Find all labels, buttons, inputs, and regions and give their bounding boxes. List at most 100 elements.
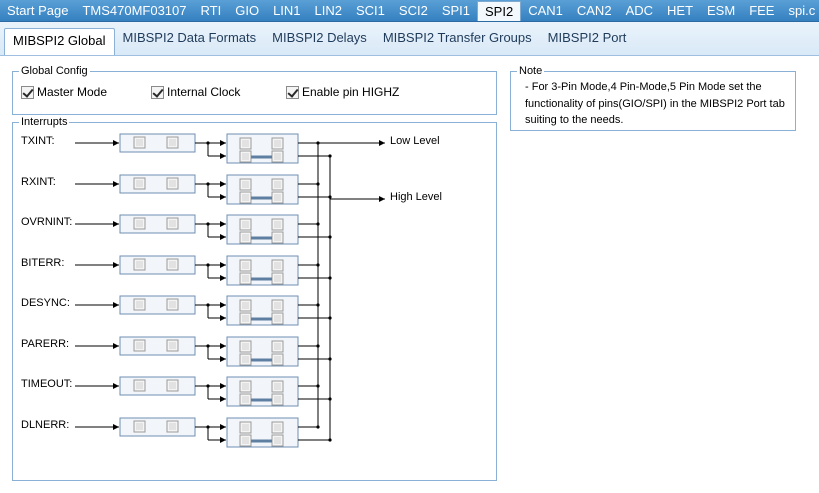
arrow-head [113, 140, 119, 146]
low-level-checkbox-parerr-inner [242, 343, 249, 350]
arrow-head [113, 424, 119, 430]
top-tab-tms470mf03107[interactable]: TMS470MF03107 [82, 3, 187, 18]
arrow-head [220, 275, 226, 281]
flag-checkbox-dlnerr-inner [169, 423, 176, 430]
high-level-checkbox-timeout-inner [274, 383, 281, 390]
junction-dot [206, 303, 210, 307]
arrow-head [113, 181, 119, 187]
sub-tab-mibspi2-transfer-groups[interactable]: MIBSPI2 Transfer Groups [382, 29, 532, 45]
flag-checkbox-parerr-inner [169, 342, 176, 349]
arrow-head [220, 396, 226, 402]
arrow-head [220, 140, 226, 146]
enable-checkbox-timeout-inner [136, 382, 143, 389]
sub-tab-bar: MIBSPI2 Global MIBSPI2 Data Formats MIBSPI… [0, 22, 819, 56]
high-level-select-ovrnint-inner [274, 234, 281, 241]
low-level-select-dlnerr-inner [242, 437, 249, 444]
junction-dot [206, 182, 210, 186]
top-tab-lin2[interactable]: LIN2 [314, 3, 342, 18]
arrow-head [220, 181, 226, 187]
flag-checkbox-desync-inner [169, 301, 176, 308]
low-level-checkbox-rxint-inner [242, 181, 249, 188]
enable-frame-dlnerr [119, 417, 196, 437]
high-level-checkbox-rxint-inner [274, 181, 281, 188]
enable-frame-parerr [119, 336, 196, 356]
low-level-checkbox-desync-inner [242, 302, 249, 309]
high-level-select-timeout-inner [274, 396, 281, 403]
arrow-head [220, 383, 226, 389]
high-level-checkbox-parerr-inner [274, 343, 281, 350]
junction-dot [206, 384, 210, 388]
high-level-checkbox-txint-inner [274, 140, 281, 147]
enable-pin-highz-label: Enable pin HIGHZ [302, 85, 400, 99]
flag-checkbox-rxint-inner [169, 180, 176, 187]
sub-tab-mibspi2-global[interactable]: MIBSPI2 Global [4, 28, 115, 55]
arrow-head [220, 302, 226, 308]
arrow-head [220, 221, 226, 227]
interrupt-label-parerr: PARERR: [21, 338, 70, 350]
arrow-head [220, 153, 226, 159]
low-level-label: Low Level [390, 135, 440, 147]
top-tab-spi1[interactable]: SPI1 [441, 3, 470, 18]
low-level-checkbox-ovrnint-inner [242, 221, 249, 228]
arrow-head [220, 437, 226, 443]
level-frame-desync [226, 295, 299, 326]
note-title: Note [517, 65, 545, 77]
arrow-head [113, 343, 119, 349]
internal-clock-label: Internal Clock [167, 85, 241, 99]
top-tab-spi2[interactable]: SPI2 [477, 1, 522, 21]
checkbox-checked-icon [21, 85, 34, 99]
level-frame-parerr [226, 336, 299, 367]
high-level-select-desync-inner [274, 315, 281, 322]
low-level-select-desync-inner [242, 315, 249, 322]
level-frame-txint [226, 133, 299, 164]
top-tab-start-page[interactable]: Start Page [7, 3, 69, 18]
enable-checkbox-rxint-inner [136, 180, 143, 187]
low-level-select-rxint-inner [242, 194, 249, 201]
top-tab-can1[interactable]: CAN1 [528, 3, 563, 18]
sub-tab-mibspi2-port[interactable]: MIBSPI2 Port [547, 29, 627, 45]
arrow-head [113, 302, 119, 308]
level-frame-dlnerr [226, 417, 299, 448]
top-tab-het[interactable]: HET [667, 3, 694, 18]
top-tab-gio[interactable]: GIO [235, 3, 260, 18]
top-tab-sci1[interactable]: SCI1 [356, 3, 385, 18]
enable-checkbox-ovrnint-inner [136, 220, 143, 227]
junction-dot [206, 141, 210, 145]
global-config-title: Global Config [19, 65, 90, 77]
arrow-head [220, 234, 226, 240]
level-frame-ovrnint [226, 214, 299, 245]
top-tab-spi-c[interactable]: spi.c [788, 3, 816, 18]
high-level-label: High Level [390, 191, 442, 203]
high-level-checkbox-desync-inner [274, 302, 281, 309]
high-level-checkbox-dlnerr-inner [274, 424, 281, 431]
sub-tab-mibspi2-delays[interactable]: MIBSPI2 Delays [272, 29, 367, 45]
enable-frame-rxint [119, 174, 196, 194]
interrupt-label-dlnerr: DLNERR: [21, 419, 70, 431]
flag-checkbox-timeout-inner [169, 382, 176, 389]
top-tab-esm[interactable]: ESM [707, 3, 736, 18]
enable-pin-highz-checkbox[interactable]: Enable pin HIGHZ [286, 85, 399, 99]
high-level-select-biterr-inner [274, 275, 281, 282]
sub-tab-mibspi2-data-formats[interactable]: MIBSPI2 Data Formats [122, 29, 257, 45]
top-tab-can2[interactable]: CAN2 [576, 3, 612, 18]
note-group: Note - For 3-Pin Mode,4 Pin-Mode,5 Pin M… [510, 65, 796, 131]
junction-dot [206, 222, 210, 226]
junction-dot [206, 425, 210, 429]
top-tab-fee[interactable]: FEE [749, 3, 775, 18]
internal-clock-checkbox[interactable]: Internal Clock [151, 85, 240, 99]
interrupt-label-txint: TXINT: [21, 135, 55, 147]
top-tab-adc[interactable]: ADC [625, 3, 654, 18]
low-level-checkbox-timeout-inner [242, 383, 249, 390]
interrupt-label-timeout: TIMEOUT: [21, 378, 73, 390]
high-level-checkbox-biterr-inner [274, 262, 281, 269]
low-level-checkbox-dlnerr-inner [242, 424, 249, 431]
low-level-select-biterr-inner [242, 275, 249, 282]
enable-frame-desync [119, 295, 196, 315]
top-tab-lin1[interactable]: LIN1 [273, 3, 301, 18]
master-mode-checkbox[interactable]: Master Mode [21, 85, 107, 99]
low-level-select-txint-inner [242, 153, 249, 160]
top-tab-sci2[interactable]: SCI2 [398, 3, 428, 18]
top-tab-rti[interactable]: RTI [200, 3, 222, 18]
enable-frame-ovrnint [119, 214, 196, 234]
high-level-select-parerr-inner [274, 356, 281, 363]
